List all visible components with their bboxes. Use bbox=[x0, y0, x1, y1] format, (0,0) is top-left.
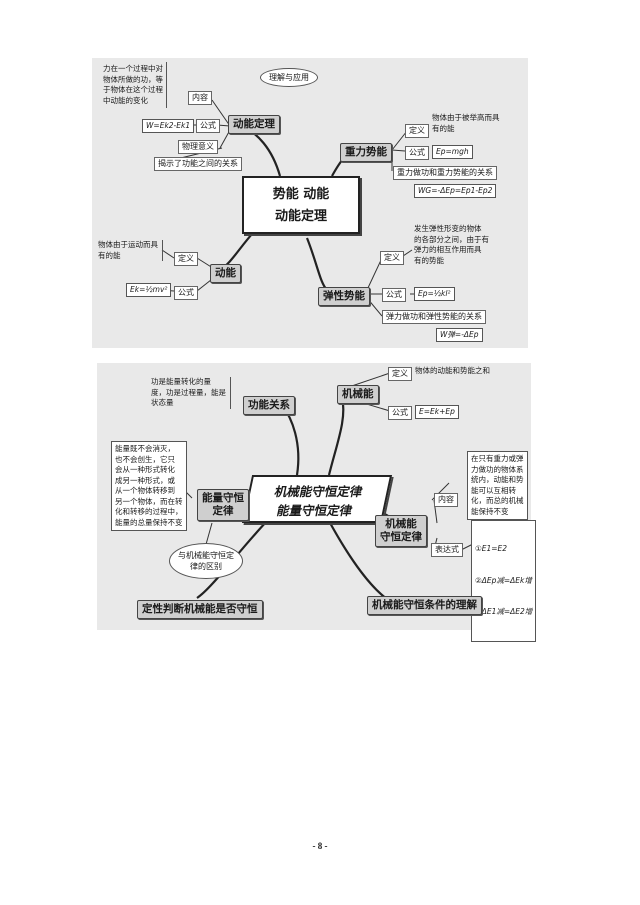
kinetic-theorem-formula: W=Ek2-Ek1 bbox=[142, 119, 195, 133]
work-energy-text: 功是能量转化的量 度，功是过程量，能是 状态量 bbox=[151, 377, 231, 409]
center-title-line1: 势能 动能 bbox=[272, 187, 330, 202]
expression-3: ③ΔE1减=ΔE2增 bbox=[475, 607, 533, 616]
mech-conservation-expressions: ①E1=E2 ②ΔEp减=ΔEk增 ③ΔE1减=ΔE2增 bbox=[471, 520, 537, 642]
expression-2: ②ΔEp减=ΔEk增 bbox=[475, 575, 532, 585]
kinetic-theorem-meaning-text: 揭示了功能之间的关系 bbox=[154, 157, 242, 171]
topic-kinetic-energy: 动能 bbox=[210, 264, 241, 283]
kinetic-theorem-formula-label: 公式 bbox=[196, 119, 220, 133]
expression-1: ①E1=E2 bbox=[475, 544, 508, 553]
energy-conservation-text: 能量既不会消灭， 也不会创生，它只 会从一种形式转化 成另一种形式，或 从一个物… bbox=[111, 441, 187, 531]
topic-line2: 守恒定律 bbox=[380, 531, 422, 543]
kinetic-energy-formula: Ek=½mv² bbox=[126, 283, 172, 297]
page-number: - 8 - bbox=[312, 841, 328, 851]
mech-energy-formula-label: 公式 bbox=[388, 406, 412, 420]
gravity-relation: 重力做功和重力势能的关系 bbox=[393, 166, 497, 180]
mech-conservation-expr-label: 表达式 bbox=[431, 543, 463, 557]
topic-elastic-potential-energy: 弹性势能 bbox=[318, 287, 370, 306]
topic-mechanical-energy-conservation-law: 机械能 守恒定律 bbox=[375, 515, 427, 547]
gravity-relation-formula: WG=-ΔEp=Ep1-Ep2 bbox=[414, 184, 497, 198]
elastic-relation: 弹力做功和弹性势能的关系 bbox=[382, 310, 486, 324]
topic-mechanical-energy: 机械能 bbox=[337, 385, 379, 404]
kinetic-energy-def-text: 物体由于运动而具 有的能 bbox=[98, 240, 163, 261]
mech-conservation-content-text: 在只有重力或弹 力做功的物体系 统内，动能和势 能可以互相转 化，而总的机械 能… bbox=[467, 451, 528, 520]
kinetic-theorem-content-text: 力在一个过程中对 物体所做的功，等 于物体在这个过程 中动能的变化 bbox=[100, 62, 167, 108]
gravity-formula: Ep=mgh bbox=[432, 145, 473, 159]
mech-energy-def-text: 物体的动能和势能之和 bbox=[415, 366, 490, 375]
center-node-energy: 势能 动能 动能定理 bbox=[242, 176, 360, 234]
mech-energy-formula: E=Ek+Ep bbox=[415, 405, 459, 419]
gravity-def-label: 定义 bbox=[405, 124, 429, 138]
topic-line2: 定律 bbox=[212, 505, 234, 517]
elastic-relation-formula: W弹=-ΔEp bbox=[436, 328, 483, 342]
center-node-conservation: 机械能守恒定律 能量守恒定律 bbox=[241, 475, 393, 523]
elastic-def-text: 发生弹性形变的物体 的各部分之间，由于有 弹力的相互作用而具 有的势能 bbox=[414, 224, 489, 265]
topic-conservation-condition: 机械能守恒条件的理解 bbox=[367, 596, 482, 615]
topic-energy-conservation-law: 能量守恒 定律 bbox=[197, 489, 249, 521]
topic-line1: 机械能 bbox=[385, 518, 417, 530]
topic-qualitative-judgement: 定性判断机械能是否守恒 bbox=[137, 600, 263, 619]
center-title-line1: 机械能守恒定律 bbox=[273, 484, 364, 499]
elastic-formula-label: 公式 bbox=[382, 288, 406, 302]
gravity-formula-label: 公式 bbox=[405, 146, 429, 160]
kinetic-energy-def-label: 定义 bbox=[174, 252, 198, 266]
elastic-formula: Ep=½kl² bbox=[414, 287, 455, 301]
center-title-line2: 动能定理 bbox=[274, 209, 327, 224]
mech-conservation-content-label: 内容 bbox=[434, 493, 458, 507]
topic-line1: 能量守恒 bbox=[202, 492, 244, 504]
gravity-def-text: 物体由于被举高而具 有的能 bbox=[432, 113, 500, 133]
kinetic-theorem-content-label: 内容 bbox=[188, 91, 212, 105]
mech-energy-def-label: 定义 bbox=[388, 367, 412, 381]
kinetic-theorem-meaning-label: 物理意义 bbox=[178, 140, 218, 154]
mindmap-panel-conservation: 功是能量转化的量 度，功是过程量，能是 状态量 功能关系 机械能 定义 物体的动… bbox=[97, 363, 537, 642]
topic-work-energy-relation: 功能关系 bbox=[243, 396, 295, 415]
cloud-understanding-application: 理解与应用 bbox=[260, 68, 318, 87]
topic-kinetic-energy-theorem: 动能定理 bbox=[228, 115, 280, 134]
cloud-difference-from-mech-conservation: 与机械能守恒定 律的区别 bbox=[169, 543, 243, 579]
topic-gravitational-potential-energy: 重力势能 bbox=[340, 143, 392, 162]
elastic-def-label: 定义 bbox=[380, 251, 404, 265]
mindmap-panel-energy: 理解与应用 力在一个过程中对 物体所做的功，等 于物体在这个过程 中动能的变化 … bbox=[92, 58, 528, 348]
center-title-line2: 能量守恒定律 bbox=[275, 503, 354, 518]
kinetic-energy-formula-label: 公式 bbox=[174, 286, 198, 300]
